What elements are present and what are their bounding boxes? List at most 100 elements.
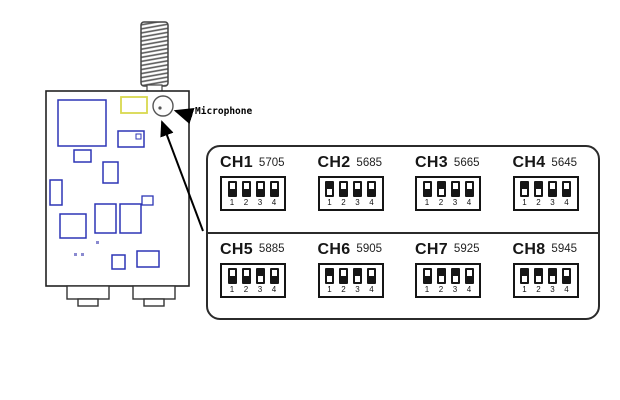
dip-actuator (341, 183, 346, 189)
channel-frequency: 5685 (356, 156, 383, 169)
dip-actuator (257, 183, 263, 189)
channel-cell-ch6: CH6 5905 1 2 3 (306, 234, 404, 319)
channel-label: CH8 (512, 240, 546, 258)
dip-switch-4 (562, 181, 571, 197)
dip-switch-1 (520, 267, 529, 284)
connector-tab (132, 285, 176, 300)
dip-column: 1 (227, 267, 237, 295)
dip-actuator (341, 269, 346, 276)
dip-number: 1 (327, 198, 332, 207)
dip-switch-block: 1 2 3 4 (415, 176, 481, 211)
dip-actuator (550, 183, 555, 189)
dip-actuator (466, 269, 472, 276)
dip-switch-2 (241, 181, 251, 197)
table-row-2: CH5 5885 1 2 3 (208, 234, 598, 319)
dip-actuator (536, 275, 541, 282)
connector-tab-pin (77, 298, 99, 307)
dip-column: 1 (520, 181, 529, 208)
channel-label: CH5 (220, 240, 253, 258)
dip-switch-1 (227, 181, 237, 197)
dip-switch-3 (353, 267, 362, 284)
dip-actuator (452, 183, 458, 189)
dip-actuator (536, 189, 541, 195)
dip-switch-2 (339, 181, 348, 197)
dip-switch-3 (353, 181, 362, 197)
channel-header: CH1 5705 (220, 154, 304, 172)
dip-switch-1 (227, 267, 237, 284)
dip-switch-2 (339, 267, 348, 284)
dip-actuator (271, 269, 277, 276)
dip-column: 4 (562, 267, 571, 295)
dip-actuator (522, 189, 527, 195)
dip-actuator (466, 183, 472, 189)
dip-number: 4 (369, 284, 374, 294)
channel-frequency: 5905 (356, 243, 383, 255)
dip-switch-4 (464, 267, 474, 284)
dip-column: 4 (562, 181, 571, 208)
dip-actuator (327, 275, 332, 282)
channel-header: CH2 5685 (318, 154, 402, 172)
dip-actuator (369, 183, 374, 189)
dip-actuator (271, 183, 277, 189)
dip-column: 2 (534, 267, 543, 295)
channel-frequency: 5665 (453, 156, 480, 169)
antenna-icon (140, 21, 169, 87)
dip-switch-block: 1 2 3 4 (220, 176, 286, 211)
dip-number: 3 (452, 198, 458, 207)
dip-number: 3 (257, 198, 263, 207)
dip-actuator (424, 183, 430, 189)
dip-switch-block: 1 2 3 4 (512, 262, 579, 298)
dip-number: 2 (438, 284, 444, 294)
channel-label: CH2 (317, 154, 351, 171)
board-component (136, 250, 160, 268)
dip-actuator (550, 275, 555, 282)
channel-label: CH3 (415, 154, 448, 171)
channel-cell-ch1: CH1 5705 1 2 3 (208, 147, 306, 232)
board-component (117, 130, 145, 148)
board-component (57, 99, 107, 147)
dip-number: 4 (564, 198, 569, 207)
dip-column: 4 (367, 267, 376, 295)
channel-label: CH1 (220, 154, 253, 171)
dip-column: 1 (422, 267, 432, 295)
dip-column: 3 (255, 267, 265, 295)
dip-actuator (522, 275, 527, 282)
dip-actuator (438, 275, 444, 282)
dip-column: 2 (241, 181, 251, 208)
dip-column: 3 (450, 267, 460, 295)
dip-switch-3 (450, 267, 460, 284)
dip-number: 1 (229, 198, 235, 207)
dip-switch-2 (534, 267, 543, 284)
board-component (111, 254, 126, 270)
dip-switch-2 (534, 181, 543, 197)
dip-switch-block: 1 2 3 4 (512, 176, 579, 211)
channel-frequency: 5945 (551, 243, 578, 255)
channel-frequency: 5925 (453, 243, 480, 255)
dip-column: 4 (464, 181, 474, 208)
dip-number: 2 (536, 284, 541, 294)
dip-column: 2 (534, 181, 543, 208)
channel-cell-ch8: CH8 5945 1 2 3 (501, 234, 599, 319)
dip-column: 3 (353, 181, 362, 208)
dip-number: 2 (243, 198, 249, 207)
dip-column: 2 (339, 267, 348, 295)
circuit-board (45, 90, 190, 287)
dip-number: 2 (341, 284, 346, 294)
dip-switch-2 (436, 267, 446, 284)
dip-column: 1 (227, 181, 237, 208)
dip-column: 4 (269, 181, 279, 208)
channel-label: CH4 (512, 154, 546, 171)
board-pad (96, 241, 99, 244)
callout-arrow (160, 120, 204, 232)
dip-number: 3 (257, 284, 263, 294)
dip-actuator (369, 269, 374, 276)
dip-actuator (452, 275, 458, 282)
board-component (73, 149, 92, 163)
dip-number: 1 (327, 284, 332, 294)
dip-actuator (355, 275, 360, 282)
dip-switch-4 (367, 267, 376, 284)
channel-cell-ch5: CH5 5885 1 2 3 (208, 234, 306, 319)
channel-cell-ch3: CH3 5665 1 2 3 (403, 147, 501, 232)
